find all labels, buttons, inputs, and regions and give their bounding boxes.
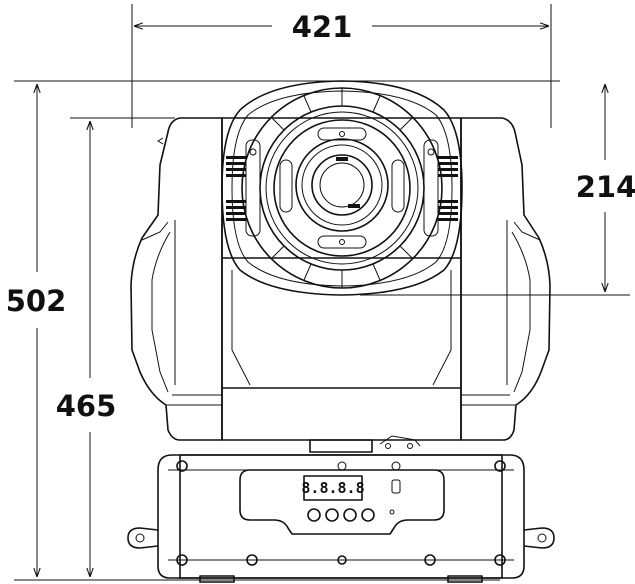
ir-sensor xyxy=(391,479,401,494)
menu-button[interactable] xyxy=(307,508,321,522)
led-display xyxy=(303,475,363,501)
right-vent-grill xyxy=(438,156,458,221)
yoke xyxy=(130,117,551,453)
body-height-label: 465 xyxy=(56,389,117,423)
right-handle xyxy=(523,527,555,549)
control-panel: 8.8.8.8 xyxy=(239,469,445,535)
control-panel-bezel xyxy=(239,469,445,535)
width-label: 421 xyxy=(292,10,353,44)
down-button[interactable] xyxy=(343,508,357,522)
status-led xyxy=(389,509,395,515)
left-handle xyxy=(127,527,159,549)
left-arm xyxy=(130,117,223,441)
up-button[interactable] xyxy=(325,508,339,522)
base-housing xyxy=(157,454,525,579)
head-height-label: 214 xyxy=(576,170,635,204)
bezel-ring xyxy=(241,87,443,289)
led-display-readout: 8.8.8.8 xyxy=(301,479,364,497)
overall-height-label: 502 xyxy=(6,284,67,318)
left-vent-grill xyxy=(226,156,246,221)
enter-button[interactable] xyxy=(361,508,375,522)
head-housing xyxy=(221,80,463,296)
lens-assembly xyxy=(273,119,411,257)
base: 8.8.8.8 xyxy=(127,454,555,583)
head xyxy=(221,80,463,296)
yoke-neck xyxy=(309,439,373,453)
right-arm xyxy=(460,117,551,441)
dimension-lines xyxy=(14,4,630,581)
